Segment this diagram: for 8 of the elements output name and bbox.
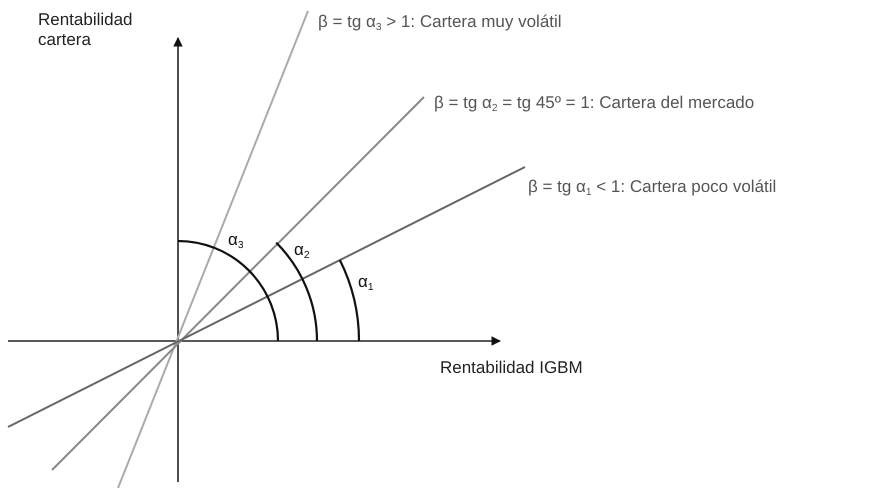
angle-label: α$_{1}$ (358, 272, 374, 294)
line-label: β = tg α$_{3}$ > 1: Cartera muy volátil (318, 12, 562, 34)
angle-label: α$_{2}$ (294, 240, 310, 262)
axis-title: Rentabilidad cartera (38, 10, 134, 51)
line-label: β = tg α$_{2}$ = tg 45º = 1: Cartera del mercado (434, 93, 754, 116)
line-label: β = tg α$_{1}$ < 1: Cartera poco volátil (528, 177, 776, 200)
angle-label: α$_{3}$ (228, 230, 244, 252)
axis-title: Rentabilidad IGBM (440, 358, 583, 378)
